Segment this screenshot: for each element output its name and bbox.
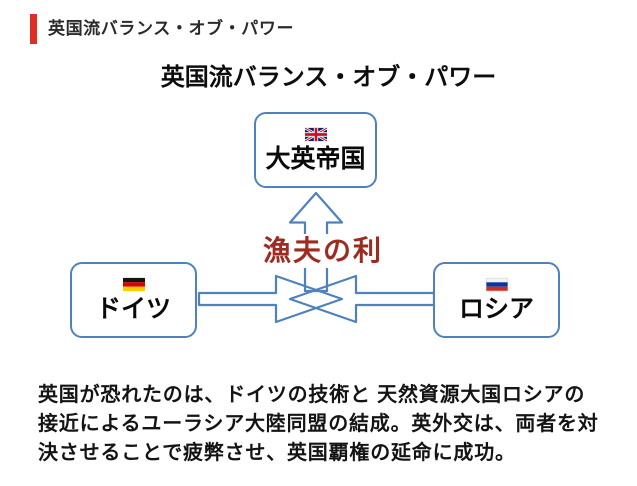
caption-line: 英国が恐れたのは、ドイツの技術と 天然資源大国ロシアの bbox=[38, 384, 586, 406]
red-accent-bar bbox=[30, 14, 37, 44]
caption-text: 英国が恐れたのは、ドイツの技術と 天然資源大国ロシアの 接近によるユーラシア大陸… bbox=[38, 381, 613, 468]
russia-flag-icon bbox=[485, 277, 508, 292]
annotation-gyofu-no-ri: 漁夫の利 bbox=[261, 234, 386, 268]
node-uk-label: 大英帝国 bbox=[265, 145, 366, 173]
node-uk: 大英帝国 bbox=[254, 112, 377, 188]
article-title: 英国流バランス・オブ・パワー bbox=[48, 19, 295, 38]
node-germany: ドイツ bbox=[70, 262, 197, 338]
node-germany-label: ドイツ bbox=[95, 295, 171, 323]
arrow-right-icon bbox=[197, 274, 344, 324]
node-russia-label: ロシア bbox=[458, 295, 534, 323]
arrow-up-icon bbox=[288, 191, 344, 293]
node-russia: ロシア bbox=[433, 262, 560, 338]
germany-flag-icon bbox=[122, 277, 145, 292]
slide-title: 英国流バランス・オブ・パワー bbox=[160, 64, 497, 91]
caption-line: 決させることで疲弊させ、英国覇権の延命に成功。 bbox=[38, 442, 516, 464]
uk-flag-icon bbox=[304, 127, 327, 142]
caption-line: 接近によるユーラシア大陸同盟の結成。英外交は、両者を対 bbox=[38, 413, 599, 435]
arrow-left-icon bbox=[288, 274, 436, 324]
